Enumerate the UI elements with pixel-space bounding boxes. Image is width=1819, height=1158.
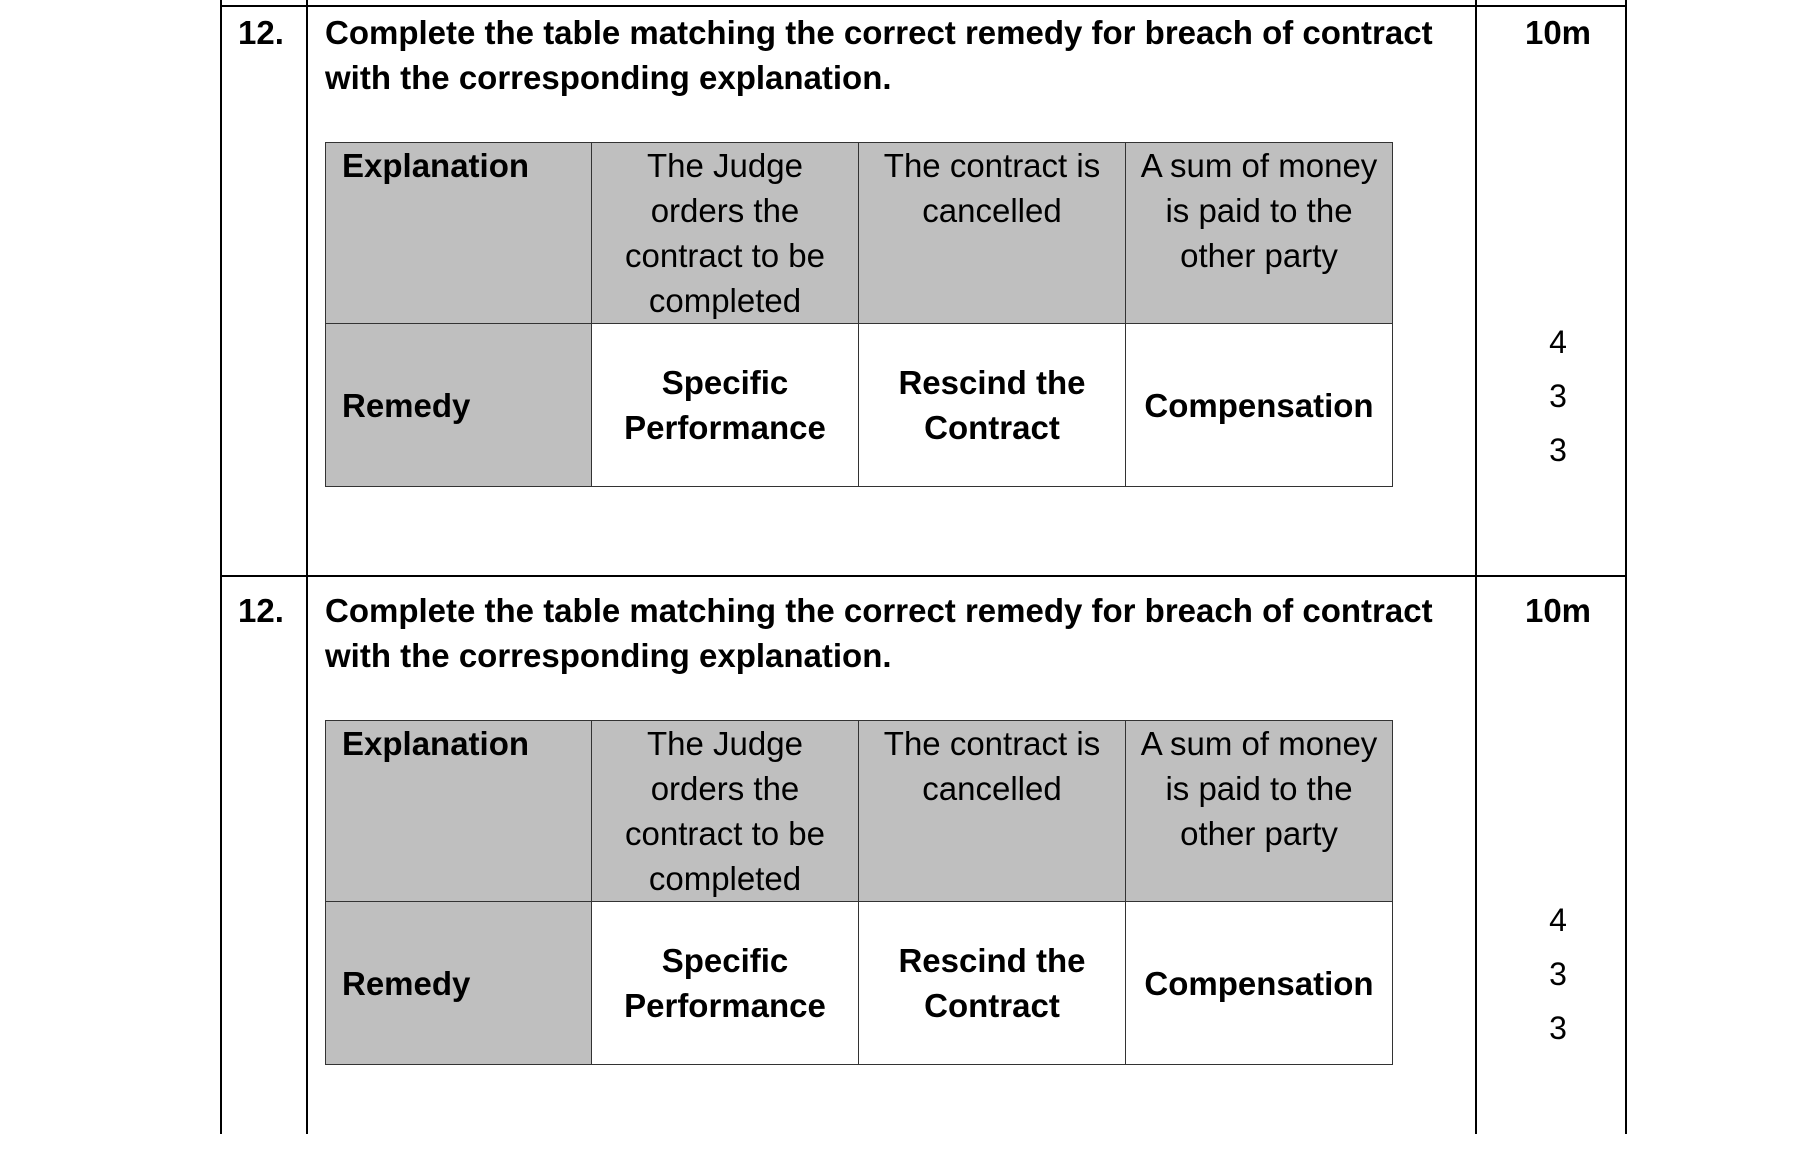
table-divider-marks [1475, 0, 1477, 1134]
question-row-1: 12. Complete the table matching the corr… [238, 14, 1632, 487]
remedy-cell: Compensation [1125, 901, 1393, 1065]
remedy-row: Remedy Specific Performance Rescind the … [325, 901, 1393, 1065]
allocation-value: 4 [1549, 902, 1567, 938]
remedy-row: Remedy Specific Performance Rescind the … [325, 323, 1393, 487]
explanation-cell: The Judge orders the contract to be comp… [591, 142, 859, 324]
remedy-cell: Rescind the Contract [858, 901, 1126, 1065]
remedy-line: Rescind the [898, 942, 1086, 979]
question-text: Complete the table matching the correct … [325, 14, 1433, 96]
allocation-value: 3 [1549, 956, 1567, 992]
remedy-line: Compensation [1144, 386, 1374, 424]
explanation-label: Explanation [325, 142, 592, 324]
remedy-table: Explanation The Judge orders the contrac… [325, 720, 1393, 1065]
remedy-line: Specific [661, 942, 789, 979]
explanation-row: Explanation The Judge orders the contrac… [325, 142, 1393, 324]
remedy-line: Compensation [1144, 964, 1374, 1002]
explanation-cell: The contract is cancelled [858, 720, 1126, 902]
allocation-value: 3 [1549, 1010, 1567, 1046]
allocation-value: 4 [1549, 324, 1567, 360]
question-text: Complete the table matching the correct … [325, 592, 1433, 674]
remedy-line: Performance [624, 987, 826, 1024]
remedy-cell: Rescind the Contract [858, 323, 1126, 487]
explanation-cell: The contract is cancelled [858, 142, 1126, 324]
mark-allocation: 4 3 3 [1484, 315, 1632, 477]
mark-allocation: 4 3 3 [1484, 893, 1632, 1055]
explanation-row: Explanation The Judge orders the contrac… [325, 720, 1393, 902]
question-row-2: 12. Complete the table matching the corr… [0, 578, 1819, 1158]
remedy-line: Contract [924, 987, 1060, 1024]
table-border-left [220, 0, 222, 1134]
question-marks: 10m [1524, 592, 1592, 629]
question-number: 12. [238, 592, 284, 629]
remedy-label: Remedy [325, 901, 592, 1065]
allocation-value: 3 [1549, 378, 1567, 414]
table-border-top [220, 5, 1627, 7]
allocation-value: 3 [1549, 432, 1567, 468]
table-divider-number [306, 0, 308, 1134]
remedy-line: Contract [924, 409, 1060, 446]
table-border-right [1625, 0, 1627, 1134]
remedy-label: Remedy [325, 323, 592, 487]
remedy-cell: Specific Performance [591, 901, 859, 1065]
explanation-cell: The Judge orders the contract to be comp… [591, 720, 859, 902]
explanation-label: Explanation [325, 720, 592, 902]
remedy-line: Performance [624, 409, 826, 446]
question-number: 12. [238, 14, 284, 51]
question-marks: 10m [1524, 14, 1592, 51]
explanation-cell: A sum of money is paid to the other part… [1125, 142, 1393, 324]
remedy-table: Explanation The Judge orders the contrac… [325, 142, 1393, 487]
remedy-line: Rescind the [898, 364, 1086, 401]
remedy-line: Specific [661, 364, 789, 401]
remedy-cell: Compensation [1125, 323, 1393, 487]
remedy-cell: Specific Performance [591, 323, 859, 487]
row-separator [220, 575, 1627, 577]
explanation-cell: A sum of money is paid to the other part… [1125, 720, 1393, 902]
